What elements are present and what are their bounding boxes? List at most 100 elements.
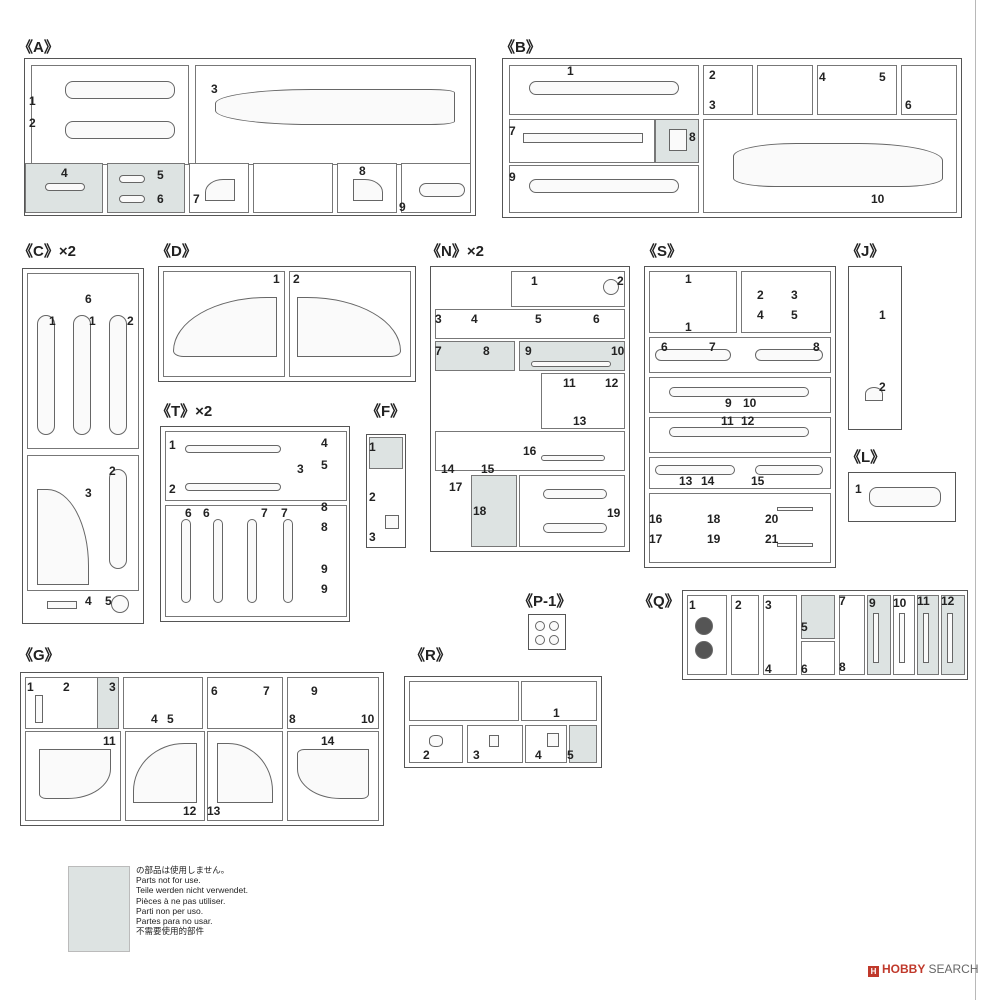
part-number: 3	[297, 462, 304, 476]
sprue-d-label: 《D》	[156, 243, 197, 260]
missile-part	[531, 361, 611, 367]
sprue-a-label: 《A》	[18, 39, 59, 56]
intake-part	[529, 179, 679, 193]
sprue-p1-frame	[528, 614, 566, 650]
tank-part	[543, 523, 607, 533]
part-number: 5	[321, 458, 328, 472]
small-part	[489, 735, 499, 747]
part-number: 1	[685, 272, 692, 286]
part-number: 2	[879, 380, 886, 394]
legend-text: の部品は使用しません。 Parts not for use. Teile wer…	[136, 865, 248, 936]
small-part	[547, 733, 559, 747]
part-number: 5	[105, 594, 112, 608]
wheel-part	[549, 621, 559, 631]
sprue-q-label: 《Q》	[638, 593, 680, 610]
tank-part	[755, 349, 823, 361]
watermark-suffix: SEARCH	[928, 962, 979, 976]
part-number: 8	[289, 712, 296, 726]
part-number: 9	[311, 684, 318, 698]
part-number: 17	[649, 532, 663, 546]
sprue-n-cell	[435, 309, 625, 339]
sprue-q-cell	[763, 595, 797, 675]
fuselage-part	[65, 121, 175, 139]
unused-part-area	[435, 341, 515, 371]
part-number: 2	[109, 464, 116, 478]
sprue-n-frame: 1 2 3 4 5 6 7 8 9 10 11 12 13 14 15 16 1…	[430, 266, 630, 552]
part-number: 19	[607, 506, 621, 520]
part-number: 1	[169, 438, 176, 452]
part-number: 1	[879, 308, 886, 322]
sprue-s-cell	[649, 493, 831, 563]
sprue-a-cell	[253, 163, 333, 213]
part-number: 1	[567, 64, 574, 78]
part-number: 1	[685, 320, 692, 334]
part-number: 7	[261, 506, 268, 520]
part-number: 21	[765, 532, 779, 546]
part-number: 9	[525, 344, 532, 358]
sprue-s-label: 《S》	[642, 243, 683, 260]
part-number: 14	[701, 474, 715, 488]
part-number: 1	[689, 598, 696, 612]
sprue-d-frame: 1 2	[158, 266, 416, 382]
part-number: 2	[29, 116, 36, 130]
part-number: 18	[707, 512, 721, 526]
wheel-part	[535, 621, 545, 631]
legend-line: の部品は使用しません。	[136, 865, 230, 875]
sprue-c-label: 《C》×2	[18, 243, 76, 260]
part-number: 18	[473, 504, 487, 518]
part-number: 4	[819, 70, 826, 84]
pylon-part	[213, 519, 223, 603]
sprue-l-frame: 1	[848, 472, 956, 522]
part-number: 1	[273, 272, 280, 286]
sprue-c-frame: 6 1 1 2 2 3 4 5	[22, 268, 144, 624]
part-number: 9	[399, 200, 406, 214]
part-number: 3	[473, 748, 480, 762]
part-number: 10	[361, 712, 375, 726]
part-number: 17	[449, 480, 463, 494]
part-number: 6	[661, 340, 668, 354]
legend-line: Pièces à ne pas utiliser.	[136, 895, 226, 906]
sprue-f-label: 《F》	[366, 403, 406, 420]
tank-part	[669, 427, 809, 437]
part-number: 9	[509, 170, 516, 184]
part-number: 2	[423, 748, 430, 762]
small-part	[47, 601, 77, 609]
part-number: 1	[553, 706, 560, 720]
sprue-b-cell	[703, 65, 753, 115]
missile-part	[185, 445, 281, 453]
unused-part-area	[867, 595, 891, 675]
unused-part-area	[97, 677, 119, 729]
part-number: 2	[293, 272, 300, 286]
sprue-l-label: 《L》	[846, 449, 886, 466]
wheel-part	[549, 635, 559, 645]
sprue-n-label: 《N》×2	[426, 243, 484, 260]
sprue-b-label: 《B》	[500, 39, 541, 56]
legend-line: Partes para no usar.	[136, 915, 213, 926]
small-part	[119, 195, 145, 203]
part-number: 16	[649, 512, 663, 526]
missile-part	[899, 613, 905, 663]
tire-part	[695, 641, 713, 659]
sprue-g-cell	[207, 677, 283, 729]
seat-part	[429, 735, 443, 747]
wheel-part	[603, 279, 619, 295]
part-number: 7	[709, 340, 716, 354]
part-number: 4	[757, 308, 764, 322]
part-number: 9	[869, 596, 876, 610]
part-number: 1	[369, 440, 376, 454]
sprue-g-label: 《G》	[18, 647, 60, 664]
part-number: 1	[89, 314, 96, 328]
part-number: 2	[735, 598, 742, 612]
part-number: 13	[679, 474, 693, 488]
part-number: 11	[917, 594, 930, 608]
pylon-part	[37, 315, 55, 435]
sprue-r-cell	[521, 681, 597, 721]
part-number: 3	[791, 288, 798, 302]
legend-line: 不需要使用的部件	[136, 926, 205, 937]
legend-line: Teile werden nicht verwendet.	[136, 885, 248, 896]
part-number: 9	[725, 396, 732, 410]
watermark-brand: HOBBY	[882, 962, 926, 976]
unused-part-area	[471, 475, 517, 547]
fin-part	[205, 179, 235, 201]
